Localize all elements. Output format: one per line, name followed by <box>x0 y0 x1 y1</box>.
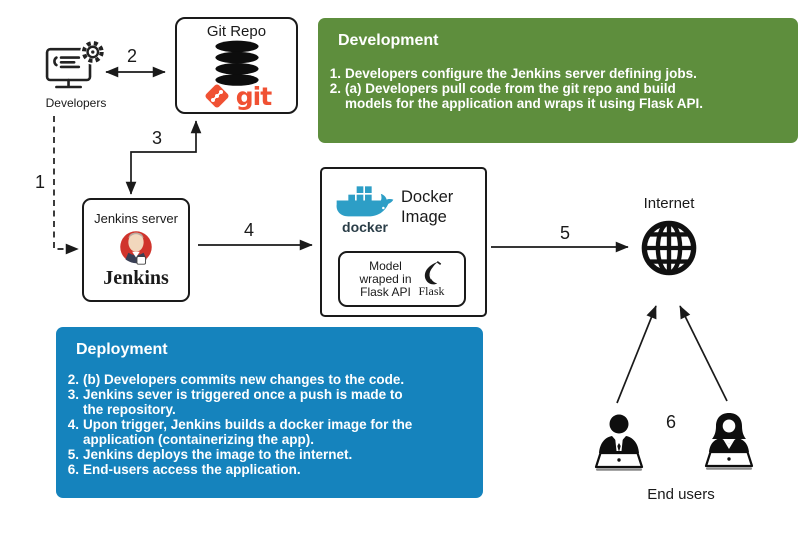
docker-image-title: Docker Image <box>401 188 454 226</box>
deployment-item: 6. End-users access the application. <box>67 462 301 477</box>
deployment-items: 2. (b) Developers commits new changes to… <box>61 372 475 477</box>
docker-logo: docker <box>335 184 395 235</box>
end-user-male-icon <box>592 413 646 480</box>
arrow-1-label: 1 <box>34 172 45 192</box>
development-item: 2. (a) Developers pull code from the git… <box>329 81 704 111</box>
internet-node: Internet <box>630 195 708 277</box>
jenkins-server-node: Jenkins server Jenkins <box>82 198 190 302</box>
git-repo-node: Git Repo git <box>175 17 298 114</box>
development-callout: Development 1. Developers configure the … <box>318 18 798 143</box>
jenkins-butler-icon <box>120 231 152 265</box>
database-icon <box>214 40 259 86</box>
development-title: Development <box>338 32 439 49</box>
flask-logo: Flask <box>419 260 445 299</box>
model-flask-box: Model wraped in Flask API Flask <box>338 251 466 307</box>
model-flask-text: Model wraped in Flask API <box>359 258 412 299</box>
arrow-2-label: 2 <box>126 46 137 66</box>
jenkins-server-title: Jenkins server <box>94 211 178 226</box>
arrow-4-label: 4 <box>243 220 254 240</box>
developer-workstation-icon <box>45 39 106 89</box>
flask-logo-word: Flask <box>418 283 445 298</box>
git-repo-title: Git Repo <box>206 23 267 40</box>
arrow-5-label: 5 <box>559 223 570 243</box>
deployment-title: Deployment <box>76 341 168 358</box>
development-items: 1. Developers configure the Jenkins serv… <box>323 66 790 111</box>
arrow-3-label: 3 <box>151 128 162 148</box>
arrow-6-left-line <box>616 305 657 404</box>
deployment-item: 2. (b) Developers commits new changes to… <box>67 372 405 387</box>
gear-icon <box>80 39 106 65</box>
end-user-female-icon <box>702 412 756 479</box>
flask-horn-icon <box>424 260 441 284</box>
developers-label: Developers <box>45 96 107 110</box>
deployment-item: 3. Jenkins sever is triggered once a pus… <box>67 387 403 417</box>
docker-whale-icon <box>336 186 394 217</box>
deployment-callout: Deployment 2. (b) Developers commits new… <box>56 327 483 498</box>
git-logo-word: git <box>235 81 272 111</box>
docker-image-node: docker Docker Image Model wraped in Flas… <box>320 167 487 317</box>
deployment-item: 5. Jenkins deploys the image to the inte… <box>67 447 353 462</box>
deployment-item: 4. Upon trigger, Jenkins builds a docker… <box>67 417 413 447</box>
arrow-1-line <box>53 116 79 255</box>
git-diamond-icon <box>205 84 229 108</box>
docker-logo-word: docker <box>342 219 388 235</box>
end-users-label: End users <box>647 486 715 503</box>
internet-label: Internet <box>643 195 695 212</box>
globe-icon <box>641 220 697 276</box>
jenkins-wordmark: Jenkins <box>103 267 169 289</box>
arrow-6-label: 6 <box>665 412 676 432</box>
arrow-6-right-line <box>679 305 728 402</box>
development-item: 1. Developers configure the Jenkins serv… <box>329 66 697 81</box>
git-logo: git <box>202 81 272 111</box>
developers-node: Developers <box>38 38 114 110</box>
